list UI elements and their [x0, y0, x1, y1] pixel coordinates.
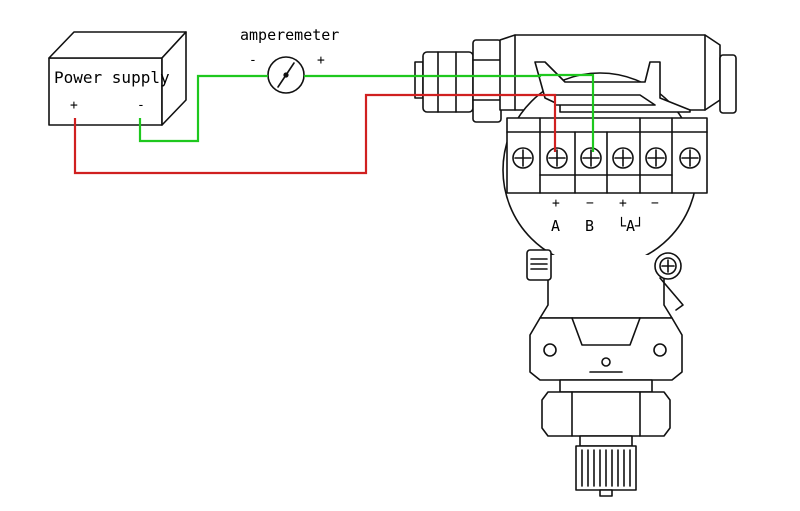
- ammeter-label: amperemeter: [240, 26, 340, 44]
- terminal-label-a: A: [551, 217, 561, 235]
- housing-neck: [526, 249, 673, 319]
- positive-wire: [73, 93, 557, 175]
- power-supply-box: [48, 31, 187, 126]
- hex-nut: [541, 379, 671, 437]
- terminal-sign-4: −: [651, 196, 659, 211]
- terminal-label-a-bracket: └A┘: [617, 217, 645, 235]
- power-supply-minus: -: [137, 98, 145, 113]
- power-supply-label: Power supply: [54, 68, 170, 87]
- terminal-screws: [512, 147, 701, 169]
- ammeter-plus: +: [317, 53, 325, 68]
- terminal-label-b: B: [585, 217, 595, 235]
- threaded-fitting: [575, 435, 637, 497]
- terminal-block: [506, 117, 708, 194]
- ground-screw-icon: [654, 252, 684, 311]
- terminal-sign-3: +: [619, 196, 627, 211]
- negative-wire: [138, 74, 268, 143]
- cable-gland: [414, 39, 502, 123]
- terminal-sign-1: +: [552, 196, 560, 211]
- terminal-sign-2: −: [586, 196, 594, 211]
- ammeter-minus: -: [249, 53, 257, 68]
- negative-wire-to-terminal: [304, 73, 595, 152]
- sensor-body: [529, 317, 683, 381]
- power-supply-plus: +: [70, 98, 78, 113]
- ammeter-icon: [267, 56, 305, 94]
